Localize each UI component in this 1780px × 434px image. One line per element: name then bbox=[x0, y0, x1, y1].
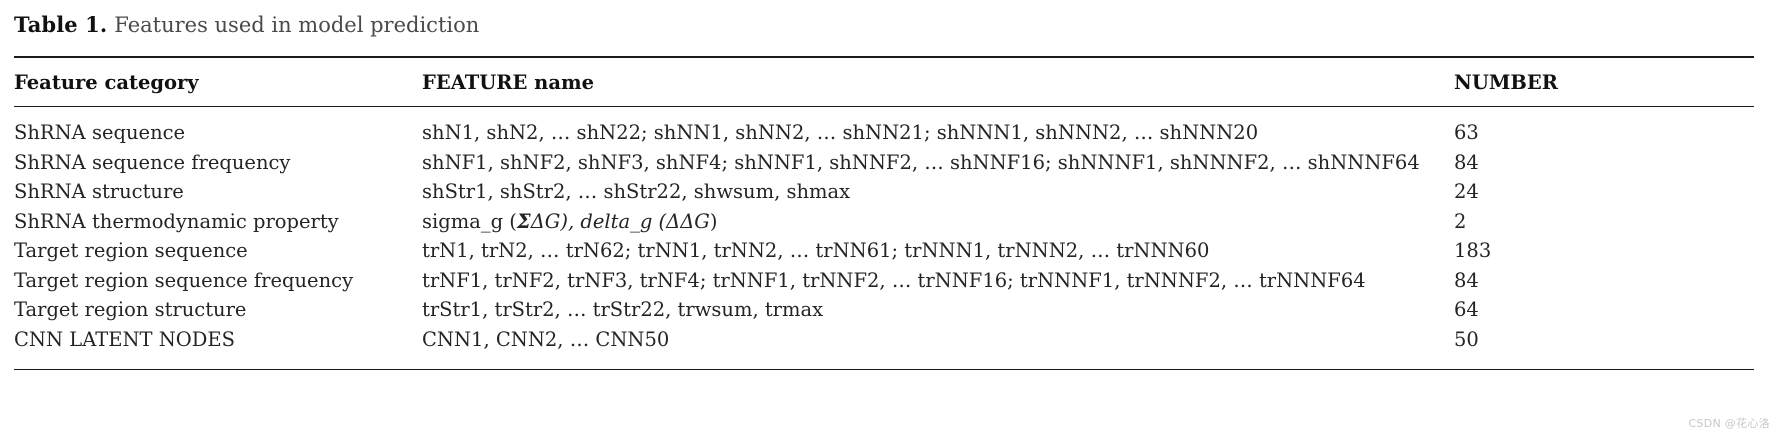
cell-number: 84 bbox=[1454, 268, 1479, 292]
table-caption: Table 1.Features used in model predictio… bbox=[14, 0, 1754, 52]
rule-top bbox=[14, 56, 1754, 58]
table-container: Table 1.Features used in model predictio… bbox=[14, 0, 1754, 370]
table-header: Feature category FEATURE name NUMBER bbox=[14, 58, 1754, 106]
cell-feature-name: trStr1, trStr2, … trStr22, trwsum, trmax bbox=[422, 298, 824, 321]
cell-feature-category: ShRNA structure bbox=[14, 180, 184, 203]
column-header-feature-category: Feature category bbox=[14, 71, 199, 94]
features-table-body: ShRNA sequence shN1, shN2, … shN22; shNN… bbox=[14, 107, 1754, 365]
cell-feature-category: Target region sequence bbox=[14, 239, 248, 262]
table-row: Target region sequence trN1, trN2, … trN… bbox=[14, 236, 1754, 266]
thermo-text-before: sigma_g ( bbox=[422, 209, 517, 233]
cell-feature-name: CNN1, CNN2, … CNN50 bbox=[422, 327, 670, 351]
table-row: ShRNA sequence frequency shNF1, shNF2, s… bbox=[14, 148, 1754, 178]
cell-feature-category: ShRNA thermodynamic property bbox=[14, 209, 339, 233]
cell-feature-name: sigma_g (ΣΔG), delta_g (ΔΔG) bbox=[422, 207, 1454, 237]
cell-feature-name: trNF1, trNF2, trNF3, trNF4; trNNF1, trNN… bbox=[422, 268, 1366, 292]
cell-feature-category: Target region sequence frequency bbox=[14, 268, 354, 292]
cell-feature-category: ShRNA sequence frequency bbox=[14, 150, 291, 174]
cell-number: 2 bbox=[1454, 209, 1467, 233]
cell-feature-name: shStr1, shStr2, … shStr22, shwsum, shmax bbox=[422, 180, 851, 203]
cell-feature-category: Target region structure bbox=[14, 298, 247, 321]
caption-text: Features used in model prediction bbox=[114, 13, 480, 37]
sigma-symbol: Σ bbox=[516, 209, 531, 233]
table-row: Target region structure trStr1, trStr2, … bbox=[14, 295, 1754, 325]
cell-feature-name: shN1, shN2, … shN22; shNN1, shNN2, … shN… bbox=[422, 121, 1259, 144]
cell-feature-name: trN1, trN2, … trN62; trNN1, trNN2, … trN… bbox=[422, 239, 1210, 262]
delta-g-symbol: ΔG), delta_g ( bbox=[530, 209, 667, 233]
rule-bottom bbox=[14, 369, 1754, 370]
cell-number: 64 bbox=[1454, 298, 1479, 321]
delta-delta-g-symbol: ΔΔG bbox=[666, 209, 710, 233]
features-table: Feature category FEATURE name NUMBER bbox=[14, 58, 1754, 106]
cell-number: 183 bbox=[1454, 239, 1492, 262]
table-row: ShRNA thermodynamic property sigma_g (ΣΔ… bbox=[14, 207, 1754, 237]
table-row: ShRNA structure shStr1, shStr2, … shStr2… bbox=[14, 177, 1754, 207]
cell-number: 63 bbox=[1454, 121, 1479, 144]
watermark: CSDN @花心洛 bbox=[1688, 417, 1770, 430]
cell-feature-category: CNN LATENT NODES bbox=[14, 327, 235, 351]
thermo-text-after: ) bbox=[709, 209, 718, 233]
table-body: ShRNA sequence shN1, shN2, … shN22; shNN… bbox=[14, 107, 1754, 365]
table-row: Target region sequence frequency trNF1, … bbox=[14, 266, 1754, 296]
table-row: ShRNA sequence shN1, shN2, … shN22; shNN… bbox=[14, 107, 1754, 148]
table-row: CNN LATENT NODES CNN1, CNN2, … CNN50 50 bbox=[14, 325, 1754, 366]
cell-feature-category: ShRNA sequence bbox=[14, 121, 186, 144]
cell-number: 50 bbox=[1454, 327, 1479, 351]
header-row: Feature category FEATURE name NUMBER bbox=[14, 58, 1754, 106]
caption-label: Table 1. bbox=[14, 12, 108, 37]
cell-feature-name: shNF1, shNF2, shNF3, shNF4; shNNF1, shNN… bbox=[422, 150, 1420, 174]
column-header-number: NUMBER bbox=[1454, 71, 1558, 94]
column-header-feature-name: FEATURE name bbox=[422, 71, 594, 94]
cell-number: 24 bbox=[1454, 180, 1479, 203]
rule-middle bbox=[14, 106, 1754, 107]
cell-number: 84 bbox=[1454, 150, 1479, 174]
